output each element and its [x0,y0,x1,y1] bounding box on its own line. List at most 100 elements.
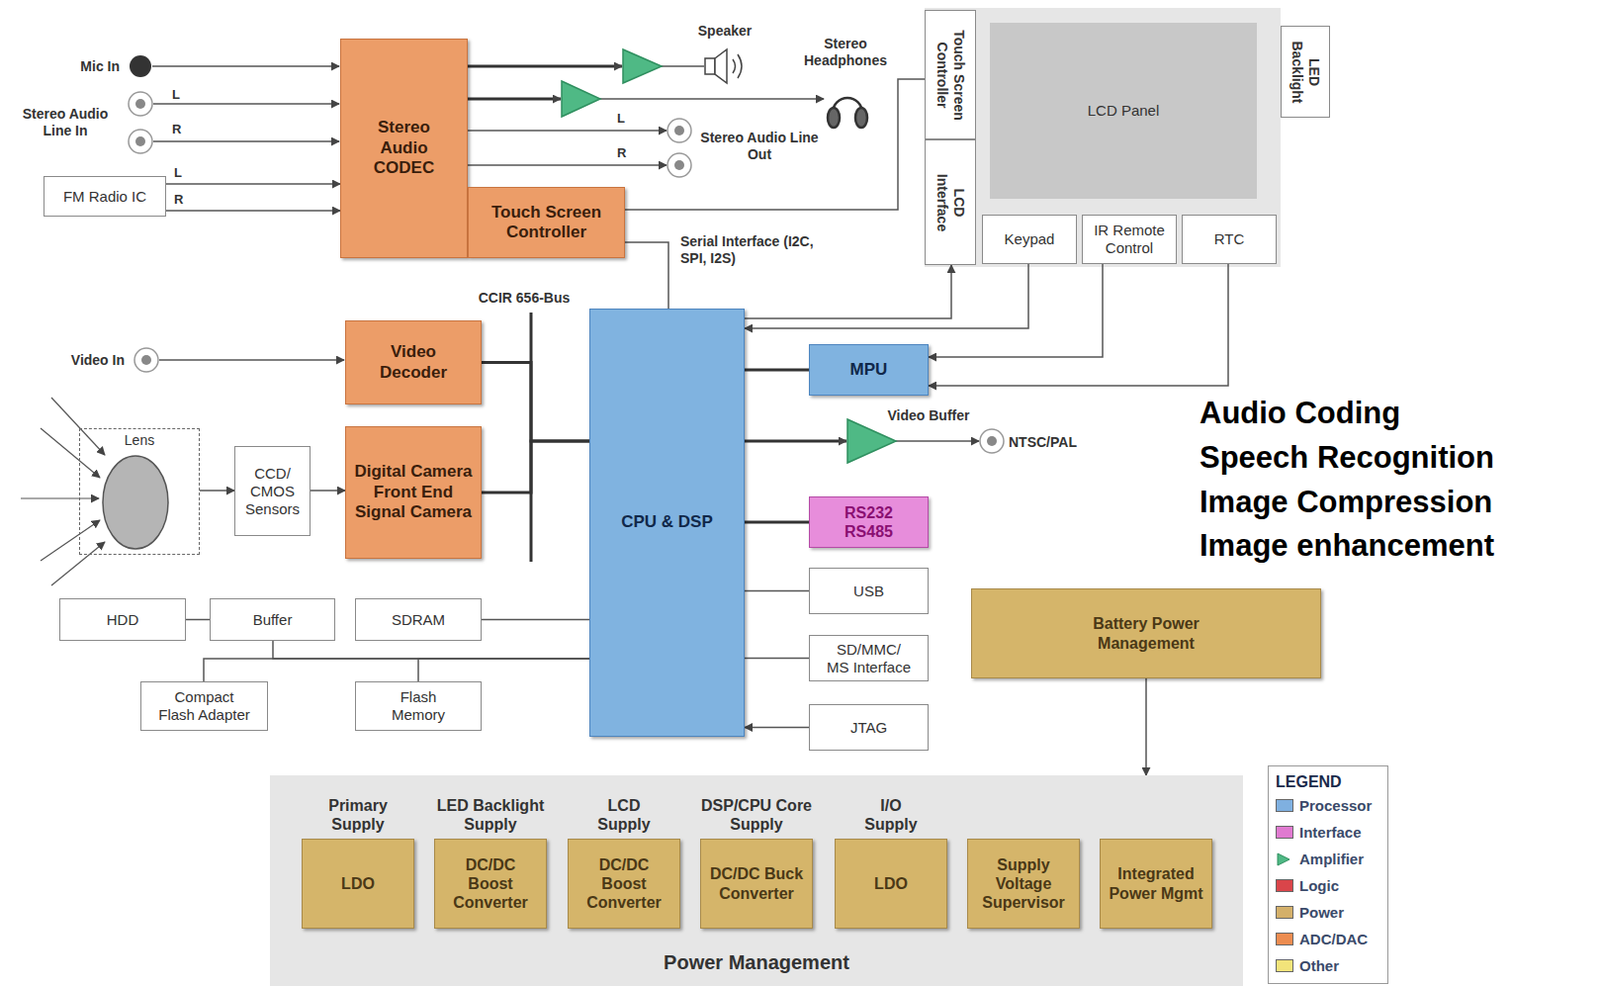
node-label: Integrated Power Mgmt [1108,864,1204,902]
connector [199,489,235,492]
connector [744,726,809,729]
connector [744,521,809,525]
speaker-symbol [705,49,742,84]
connector [928,264,1229,386]
legend-swatch [1275,799,1294,812]
component-box: USB [808,567,929,615]
node-label: CPU & DSP [621,512,713,533]
legend-text: Processor [1299,797,1372,814]
connector [481,619,590,622]
vertical-box: Touch Screen Controller [924,9,977,140]
legend-text: ADC/DAC [1299,930,1368,948]
legend-text: Amplifier [1299,850,1364,868]
annotation-label: Stereo Headphones [791,35,900,70]
component-box: HDD [59,598,186,641]
component-box: CCD/ CMOS Sensors [234,445,311,536]
component-box: Keypad [981,214,1077,265]
connector [310,489,346,492]
audio-wiring [152,66,979,562]
connector [418,658,590,682]
legend-row: Interface [1275,823,1362,841]
connector [185,619,210,622]
node-label: DC/DC Boost Converter [443,855,538,913]
legend-row: Logic [1275,877,1339,894]
legend-text: Logic [1299,877,1339,894]
vertical-box: LED Backlight [1280,25,1331,118]
interface-box: RS232 RS485 [808,496,929,548]
jack-symbol [128,55,1004,453]
vertical-box: LCD Interface [924,139,977,266]
legend-title: LEGEND [1275,772,1342,792]
connector [928,264,1103,357]
node-label: Keypad [1004,230,1056,249]
component-box: RTC [1181,214,1277,265]
component-box: Compact Flash Adapter [140,681,268,731]
converter-box: Video Decoder [345,320,482,405]
connector [744,590,809,593]
annotation-label: Speaker [698,22,752,40]
connector [624,242,669,309]
node-label: Compact Flash Adapter [157,688,252,724]
node-label: LCD Interface [933,168,968,238]
component-box: FM Radio IC [43,176,167,217]
connector [166,209,341,212]
node-label: RTC [1214,230,1245,249]
connector [744,265,952,319]
display-panel: LCD Panel [989,22,1257,199]
node-label: LDO [874,874,908,893]
edge-label: R [172,191,185,208]
node-label: Supply Voltage Supervisor [976,855,1071,913]
annotation-label: Speech Recognition [1199,439,1495,476]
node-label: RS232 RS485 [834,503,904,541]
connector [203,658,590,682]
annotation-label: R [172,121,181,138]
converter-box: Digital Camera Front End Signal Camera [345,426,482,559]
node-label: IR Remote Control [1089,221,1169,258]
annotation-label: R [617,145,626,162]
supply-heading: DSP/CPU Core Supply [700,796,813,834]
node-label: FM Radio IC [63,187,147,206]
node-label: JTAG [850,718,888,737]
component-box: SDRAM [355,598,482,641]
node-label: LED Backlight [1288,37,1323,107]
power-box: Integrated Power Mgmt [1099,838,1213,929]
legend-swatch [1275,825,1294,839]
annotation-label: Audio Coding [1199,394,1401,432]
connector [481,441,590,493]
power-box: DSP/CPU Core SupplyDC/DC Buck Converter [700,838,813,929]
power-box: Primary SupplyLDO [301,838,415,929]
component-box: Buffer [209,598,336,641]
node-label: Flash Memory [388,688,448,724]
node-label: Digital Camera Front End Signal Camera [353,461,474,523]
legend-row: Other [1275,957,1339,975]
annotation-label: Image Compression [1199,483,1493,521]
node-label: SDRAM [391,611,445,629]
connector [744,657,809,660]
node-label: DC/DC Buck Converter [709,864,804,902]
legend-text: Other [1299,957,1339,975]
power-box: LED Backlight SupplyDC/DC Boost Converte… [434,838,547,929]
legend-row: Amplifier [1275,850,1364,868]
node-label: DC/DC Boost Converter [576,855,672,913]
converter-box: Stereo Audio CODEC [340,38,468,259]
node-label: LDO [341,874,375,893]
supply-heading: Primary Supply [301,796,415,834]
power-box: I/O SupplyLDO [834,838,948,929]
node-label: SD/MMC/ MS Interface [824,640,914,677]
legend-row: Power [1275,903,1344,921]
edge-label: Serial Interface (I2C, SPI, I2S) [678,233,821,267]
power-box: Supply Voltage Supervisor [967,838,1080,929]
component-box: JTAG [808,704,929,751]
annotation-label: CCIR 656-Bus [478,289,571,307]
node-label: Video Decoder [368,342,458,383]
display-region [924,7,1281,267]
lens-box: Lens [79,428,200,555]
headphones-symbol [827,97,868,128]
node-label: CCD/ CMOS Sensors [243,464,303,519]
supply-heading: LED Backlight Supply [434,796,547,834]
connector [481,362,590,443]
legend-swatch [1275,905,1294,919]
node-label: HDD [106,611,140,629]
annotation-label: Stereo Audio Line Out [700,129,819,164]
power-box: Battery Power Management [971,588,1322,679]
